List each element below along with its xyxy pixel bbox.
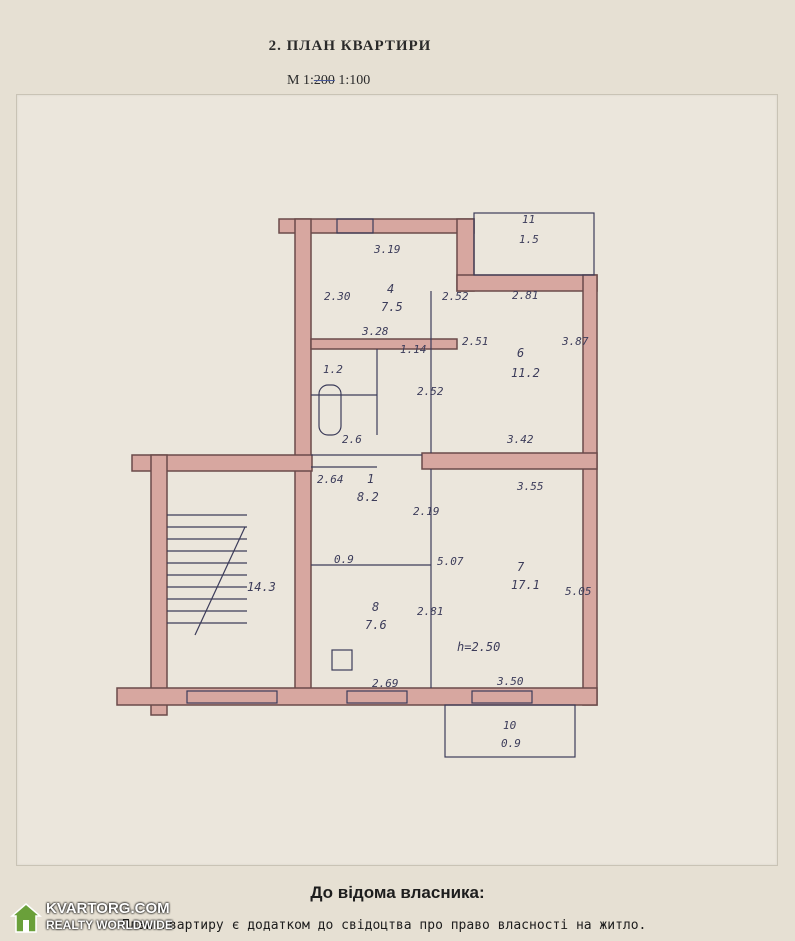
- wall-bottom: [116, 687, 598, 706]
- scale-struck: 200: [313, 73, 335, 88]
- bathtub: [318, 384, 342, 436]
- room-area: 14.3: [247, 580, 276, 594]
- window-room7: [471, 690, 533, 704]
- dim-label: 5.07: [437, 555, 464, 568]
- room-area: 11.2: [511, 366, 540, 380]
- dim-label: 2.6: [342, 433, 362, 446]
- thin-lines: [167, 212, 595, 758]
- room-number: 7: [517, 560, 525, 574]
- scale-value: 1:100: [338, 73, 371, 88]
- stairs: [167, 514, 247, 636]
- labels: 3.19 2.30 2.52 4 7.5 3.28 2.81 2.51 3.87…: [247, 213, 592, 750]
- dim-label: 3.87: [561, 335, 589, 348]
- floor-plan: 3.19 2.30 2.52 4 7.5 3.28 2.81 2.51 3.87…: [116, 212, 598, 758]
- stove: [331, 649, 353, 671]
- dim-label: 3.28: [361, 325, 389, 338]
- walls: [116, 218, 598, 716]
- balcony-bottom: [444, 704, 576, 758]
- scale-label: М 1:200 1:100: [287, 73, 370, 89]
- wall-left-upper: [294, 218, 312, 690]
- room-area: 1.2: [323, 363, 343, 376]
- room-area: 1.5: [519, 233, 539, 246]
- dim-label: 3.42: [506, 433, 534, 446]
- room-area: 7.5: [381, 300, 403, 314]
- room-number: 10: [503, 719, 517, 732]
- wall-mid-right: [421, 452, 598, 470]
- dim-label: 5.05: [565, 585, 592, 598]
- room-area: 8.2: [357, 490, 379, 504]
- dim-label: 2.52: [442, 290, 469, 303]
- room-area: 7.6: [365, 618, 387, 632]
- dim-label: 2.30: [324, 290, 351, 303]
- watermark-line1: KVARTORG.COM: [46, 900, 170, 917]
- balcony-top: [473, 212, 595, 276]
- dim-label: 1.14: [400, 343, 427, 356]
- owner-notice-heading: До відома власника:: [310, 883, 485, 902]
- room-area: 0.9: [501, 737, 521, 750]
- wall-stair-left: [150, 454, 168, 716]
- dim-label: 2.52: [417, 385, 444, 398]
- house-logo-icon: [10, 903, 42, 933]
- window-room8: [346, 690, 408, 704]
- watermark-line2: REALTY WORLDWIDE: [46, 918, 173, 932]
- wall-room4: [310, 338, 458, 350]
- room-number: 8: [372, 600, 379, 614]
- dim-label: 2.51: [462, 335, 489, 348]
- room-number: 1: [367, 472, 374, 486]
- wall-mid-left: [131, 454, 313, 472]
- dim-label: 2.69: [372, 677, 399, 690]
- plan-sheet: 3.19 2.30 2.52 4 7.5 3.28 2.81 2.51 3.87…: [16, 94, 778, 866]
- window-stair: [186, 690, 278, 704]
- dim-label: 2.19: [413, 505, 440, 518]
- watermark: KVARTORG.COM REALTY WORLDWIDE: [6, 898, 186, 938]
- window-room4: [336, 218, 374, 234]
- dim-label: 3.50: [496, 675, 524, 688]
- room-number: 6: [517, 346, 524, 360]
- page-title: 2. ПЛАН КВАРТИРИ: [268, 38, 432, 54]
- dim-label: 2.81: [512, 289, 539, 302]
- dim-label: 3.55: [516, 480, 544, 493]
- room-area: 0.9: [334, 553, 354, 566]
- ceiling-height: h=2.50: [457, 640, 500, 654]
- dim-label: 2.81: [417, 605, 444, 618]
- room-number: 11: [522, 213, 535, 226]
- dim-label: 2.64: [317, 473, 344, 486]
- scale-prefix: М 1:: [287, 73, 314, 88]
- room-number: 4: [387, 282, 394, 296]
- dim-label: 3.19: [373, 243, 401, 256]
- footer-note: План квартиру є додатком до свідоцтва пр…: [122, 918, 647, 933]
- room-area: 17.1: [511, 578, 540, 592]
